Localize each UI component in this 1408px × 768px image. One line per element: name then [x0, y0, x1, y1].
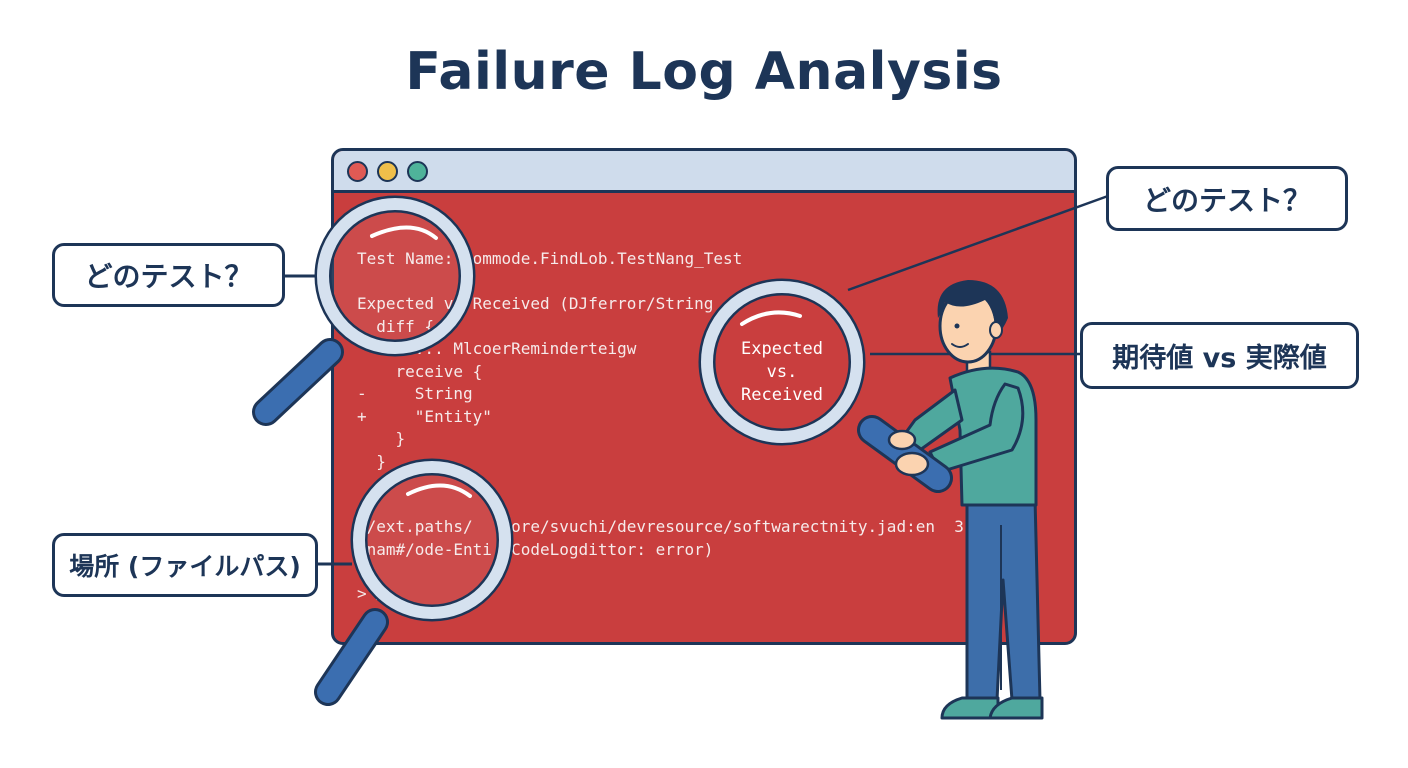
- hand: [894, 451, 930, 477]
- log-line: + "Entity": [357, 406, 492, 426]
- person-illustration: [900, 280, 1044, 720]
- connector-line: [847, 194, 1109, 292]
- callout-expected-vs-actual: 期待値 vs 実際値: [1080, 322, 1359, 389]
- log-line: diff {: [357, 317, 434, 336]
- minimize-dot-icon[interactable]: [377, 161, 398, 182]
- log-line: - String: [357, 384, 473, 403]
- log-text-block: Test Name: commode.FindLob.TestNang_Test…: [357, 248, 810, 473]
- magnifier-icon: [314, 458, 514, 706]
- callout-which-test-left: どのテスト？: [52, 243, 285, 307]
- close-dot-icon[interactable]: [347, 161, 368, 182]
- lens-expected-received-text: Expected vs. Received: [741, 339, 823, 405]
- prompt-symbol: >: [357, 584, 367, 603]
- log-line: }: [357, 451, 386, 471]
- path-line: ./ext.paths/ core/svuchi/devresource/sof…: [357, 517, 964, 536]
- callout-file-location: 場所 (ファイルパス): [52, 533, 318, 597]
- file-path-block: ./ext.paths/ core/svuchi/devresource/sof…: [357, 516, 964, 561]
- maximize-dot-icon[interactable]: [407, 161, 428, 182]
- window-title-bar: [334, 151, 1074, 193]
- log-line: }: [357, 429, 406, 448]
- path-line: snam#/ode-Enti CodeLogdittor: error): [357, 539, 714, 559]
- log-line: Test Name: commode.FindLob.TestNang_Test: [357, 249, 743, 268]
- magnifier-icon: [252, 195, 476, 426]
- callout-which-test-right: どのテスト？: [1106, 166, 1348, 231]
- hand: [887, 429, 917, 451]
- log-line: receive {: [357, 361, 483, 381]
- page-title: Failure Log Analysis: [405, 42, 1003, 102]
